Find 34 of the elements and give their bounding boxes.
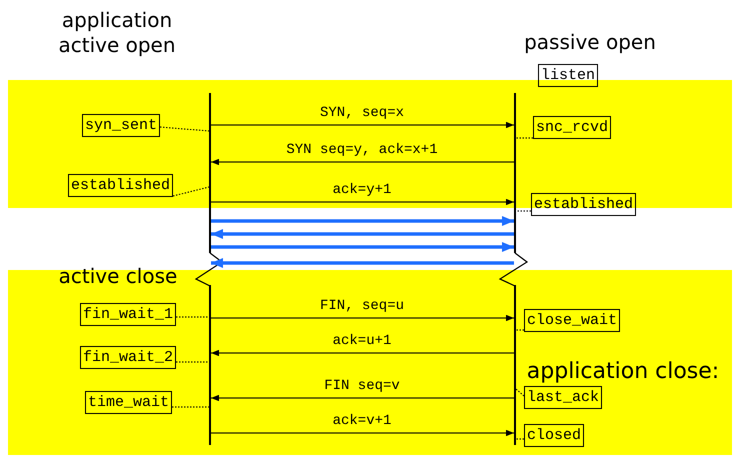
timeline xyxy=(514,93,516,445)
message-arrow xyxy=(210,394,514,402)
message-arrow xyxy=(210,158,514,166)
leader-line xyxy=(176,316,210,318)
leader-line xyxy=(516,388,524,396)
leader-line xyxy=(172,186,210,196)
state-box: listen xyxy=(538,64,598,87)
state-box: last_ack xyxy=(524,386,602,409)
message-arrow xyxy=(210,350,514,356)
state-box: syn_sent xyxy=(82,114,160,137)
leader-line xyxy=(160,126,210,132)
state-box: snc_rcvd xyxy=(533,116,612,139)
message-arrow xyxy=(211,258,514,268)
leader-line xyxy=(516,438,524,440)
message-arrow xyxy=(211,242,514,252)
message-arrow xyxy=(211,216,514,226)
leader-line xyxy=(172,406,210,408)
message-arrow xyxy=(210,314,514,322)
state-box: closed xyxy=(524,424,584,447)
message-arrow xyxy=(210,198,514,206)
state-box: close_wait xyxy=(524,309,620,332)
timeline xyxy=(209,93,211,445)
message-arrow xyxy=(211,229,514,239)
phase-label: passive open xyxy=(523,30,657,55)
state-box: time_wait xyxy=(85,391,172,414)
state-box: fin_wait_1 xyxy=(80,303,176,326)
message-arrow xyxy=(210,430,514,436)
message-arrow xyxy=(210,122,514,128)
phase-label: application close: xyxy=(526,358,720,386)
phase-label: application active open xyxy=(57,8,177,58)
leader-line xyxy=(516,210,532,212)
phase-label: active close xyxy=(58,264,178,289)
state-box: fin_wait_2 xyxy=(80,346,176,369)
state-box: established xyxy=(68,174,174,197)
